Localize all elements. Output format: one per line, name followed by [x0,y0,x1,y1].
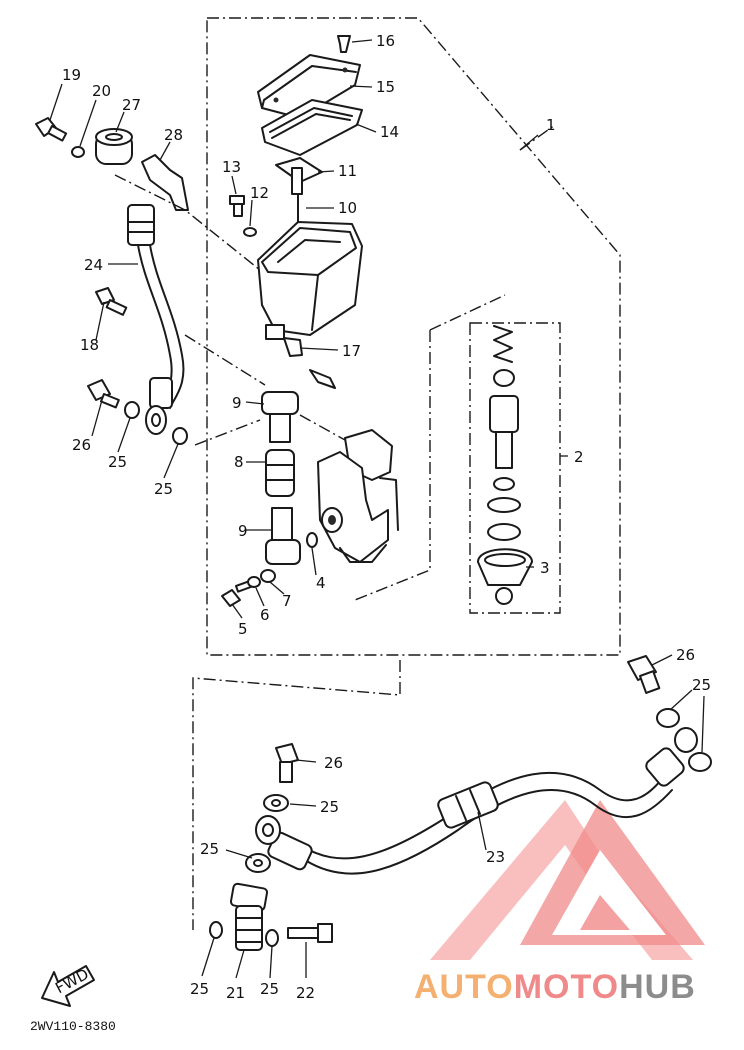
label-part-10: 10 [338,199,357,217]
label-part-17: 17 [342,342,361,360]
reservoir-cap [257,35,363,156]
label-part-25-d: 25 [200,840,219,858]
label-part-11: 11 [338,162,357,180]
label-part-19: 19 [62,66,81,84]
pipe-assembly [261,391,318,565]
label-part-25-b: 25 [154,480,173,498]
label-part-25-a: 25 [108,453,127,471]
watermark-text: AUTOMOTOHUB [414,968,696,1006]
label-part-25-f: 25 [190,980,209,998]
label-part-24: 24 [84,256,103,274]
label-part-12: 12 [250,184,269,202]
watermark-moto: MOTO [514,968,619,1006]
lower-fasteners [209,655,712,951]
label-part-25-e: 25 [692,676,711,694]
bolts-left [35,117,188,445]
label-part-14: 14 [380,123,399,141]
label-part-16: 16 [376,32,395,50]
label-part-4: 4 [316,574,326,592]
label-part-2: 2 [574,448,584,466]
bolts-5-6-7 [221,569,276,607]
label-part-25-c: 25 [320,798,339,816]
label-part-26-c: 26 [324,754,343,772]
svg-text:AUTOMOTOHUB: AUTOMOTOHUB [414,968,696,1006]
label-part-23: 23 [486,848,505,866]
label-part-20: 20 [92,82,111,100]
master-cylinder-body [317,429,399,563]
label-part-15: 15 [376,78,395,96]
label-part-18: 18 [80,336,99,354]
lower-hose [255,727,698,875]
label-part-26-b: 26 [676,646,695,664]
part-labels: 1 2 3 4 5 6 7 8 9 9 10 11 12 13 14 15 16… [62,32,711,1002]
label-part-3: 3 [540,559,550,577]
label-part-13: 13 [222,158,241,176]
watermark-auto: AUTO [414,968,514,1006]
label-part-8: 8 [234,453,244,471]
screws-12-13 [229,195,257,237]
label-part-28: 28 [164,126,183,144]
label-part-9-lower: 9 [238,522,248,540]
leader-lines [49,39,705,979]
reservoir-body [257,221,363,389]
piston-kit [477,325,533,605]
label-part-22: 22 [296,984,315,1002]
label-part-7: 7 [282,592,292,610]
watermark-hub: HUB [619,968,696,1006]
label-part-5: 5 [238,620,248,638]
label-part-27: 27 [122,96,141,114]
diagram-code: 2WV110-8380 [30,1019,116,1034]
left-hose [95,128,189,435]
label-part-25-g: 25 [260,980,279,998]
label-part-21: 21 [226,984,245,1002]
label-part-1: 1 [546,116,556,134]
label-part-9-upper: 9 [232,394,242,412]
label-part-26-a: 26 [72,436,91,454]
label-part-6: 6 [260,606,270,624]
watermark-logo [430,800,705,960]
fwd-arrow: FWD [41,965,95,1007]
